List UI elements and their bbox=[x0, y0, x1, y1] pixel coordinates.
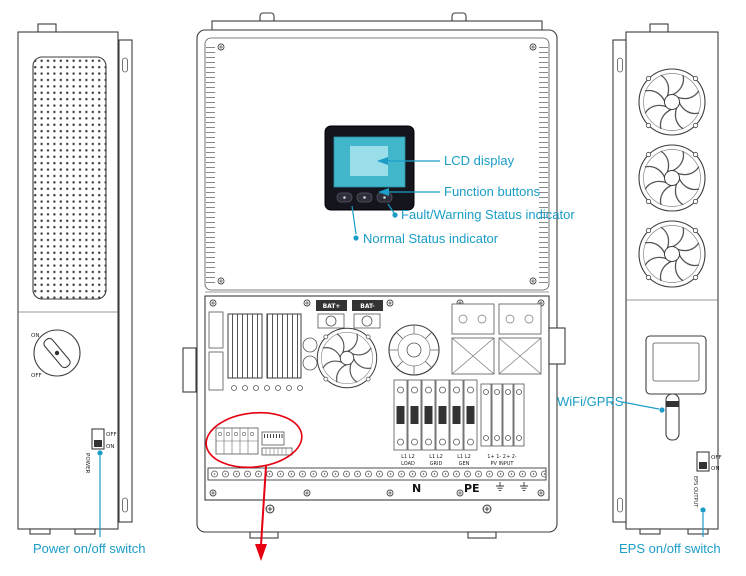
side-bracket-right bbox=[548, 327, 566, 365]
vent-grille bbox=[32, 56, 107, 300]
eps-on-label: ON bbox=[711, 466, 719, 472]
cooling-fan-1 bbox=[638, 68, 706, 136]
eps-switch[interactable] bbox=[696, 451, 710, 472]
function-buttons[interactable] bbox=[336, 192, 393, 203]
normal-callout-label: Normal Status indicator bbox=[363, 231, 499, 246]
dip-switch[interactable] bbox=[261, 431, 285, 446]
gen-group-label: GEN bbox=[459, 461, 470, 467]
rotary-on-label: ON bbox=[31, 333, 39, 339]
normal-dot bbox=[353, 235, 359, 241]
dc-rotary-switch[interactable] bbox=[33, 329, 81, 377]
cooling-fan-2 bbox=[638, 144, 706, 212]
mount-bracket bbox=[211, 20, 543, 31]
terminal-block-1 bbox=[227, 313, 263, 379]
bottom-terminal-bar bbox=[207, 467, 547, 481]
power-vertical-label: POWER bbox=[84, 453, 90, 474]
fault-leader-line bbox=[387, 203, 395, 214]
fault-dot bbox=[392, 212, 398, 218]
lcd-callout-label: LCD display bbox=[444, 153, 515, 168]
normal-leader-line bbox=[351, 205, 357, 235]
eps-off-label: OFF bbox=[711, 455, 722, 461]
pv-input-terminals[interactable] bbox=[480, 383, 525, 447]
left-mount-flange bbox=[118, 39, 133, 523]
bat-minus-label: BAT- bbox=[360, 303, 375, 310]
lcd-arrowhead bbox=[377, 157, 388, 165]
gen-terminals-label: L1 L2 bbox=[457, 454, 471, 460]
eps-callout-label: EPS on/off switch bbox=[619, 541, 721, 556]
neutral-label: N bbox=[412, 482, 421, 495]
relay-boxes bbox=[451, 303, 542, 375]
ground-symbol bbox=[496, 482, 504, 491]
terminal-block-2 bbox=[266, 313, 302, 379]
pv-terminals-label: 1+ 1- 2+ 2- bbox=[487, 454, 517, 460]
toroid-inductor bbox=[388, 324, 440, 376]
grid-terminals-label: L1 L2 bbox=[429, 454, 443, 460]
load-terminals-label: L1 L2 bbox=[401, 454, 415, 460]
wifi-leader-line bbox=[621, 401, 660, 410]
eps-dot bbox=[700, 507, 706, 513]
wifi-callout-label: WiFi/GPRS bbox=[557, 394, 624, 409]
buttons-callout-label: Function buttons bbox=[444, 184, 541, 199]
wifi-dot bbox=[659, 407, 665, 413]
bat-plus-label-plate bbox=[316, 300, 347, 311]
wifi-antenna bbox=[665, 393, 680, 441]
power-on-label: ON bbox=[106, 444, 114, 450]
load-group-label: LOAD bbox=[401, 461, 415, 467]
red-arrowhead bbox=[255, 544, 267, 561]
pe-label: PE bbox=[464, 482, 480, 495]
circuit-breakers[interactable] bbox=[393, 379, 478, 451]
eps-output-vertical-label: EPS OUTPUT bbox=[692, 476, 698, 508]
lcd-display bbox=[324, 125, 415, 211]
capacitor-1 bbox=[302, 337, 318, 353]
highlight-ellipse bbox=[205, 411, 303, 469]
callouts: LCD display Function buttons Fault/Warni… bbox=[33, 153, 721, 556]
front-view: BAT+ BAT- bbox=[182, 12, 566, 561]
grid-group-label: GRID bbox=[430, 461, 443, 467]
power-dot bbox=[97, 450, 103, 456]
buttons-arrowhead bbox=[378, 188, 389, 196]
pv-group-label: PV INPUT bbox=[491, 461, 515, 467]
power-off-label: OFF bbox=[106, 432, 117, 438]
fault-callout-label: Fault/Warning Status indicator bbox=[401, 207, 575, 222]
bat-plus-label: BAT+ bbox=[323, 303, 341, 310]
red-arrow-line bbox=[260, 465, 267, 546]
capacitor-2 bbox=[302, 355, 318, 371]
internal-fan bbox=[316, 327, 378, 389]
ground-symbol-2 bbox=[520, 482, 528, 491]
right-side-view: OFF ON EPS OUTPUT bbox=[612, 23, 722, 535]
comm-connector-block bbox=[215, 427, 293, 456]
right-mount-flange bbox=[612, 39, 627, 523]
bat-minus-label-plate bbox=[352, 300, 383, 311]
cooling-fan-3 bbox=[638, 220, 706, 288]
power-callout-label: Power on/off switch bbox=[33, 541, 145, 556]
side-bracket-left bbox=[182, 347, 197, 393]
power-switch[interactable] bbox=[91, 428, 105, 450]
left-side-view: ON OFF OFF ON POWER bbox=[17, 23, 133, 535]
rotary-off-label: OFF bbox=[31, 373, 42, 379]
wifi-gprs-module bbox=[645, 335, 707, 441]
